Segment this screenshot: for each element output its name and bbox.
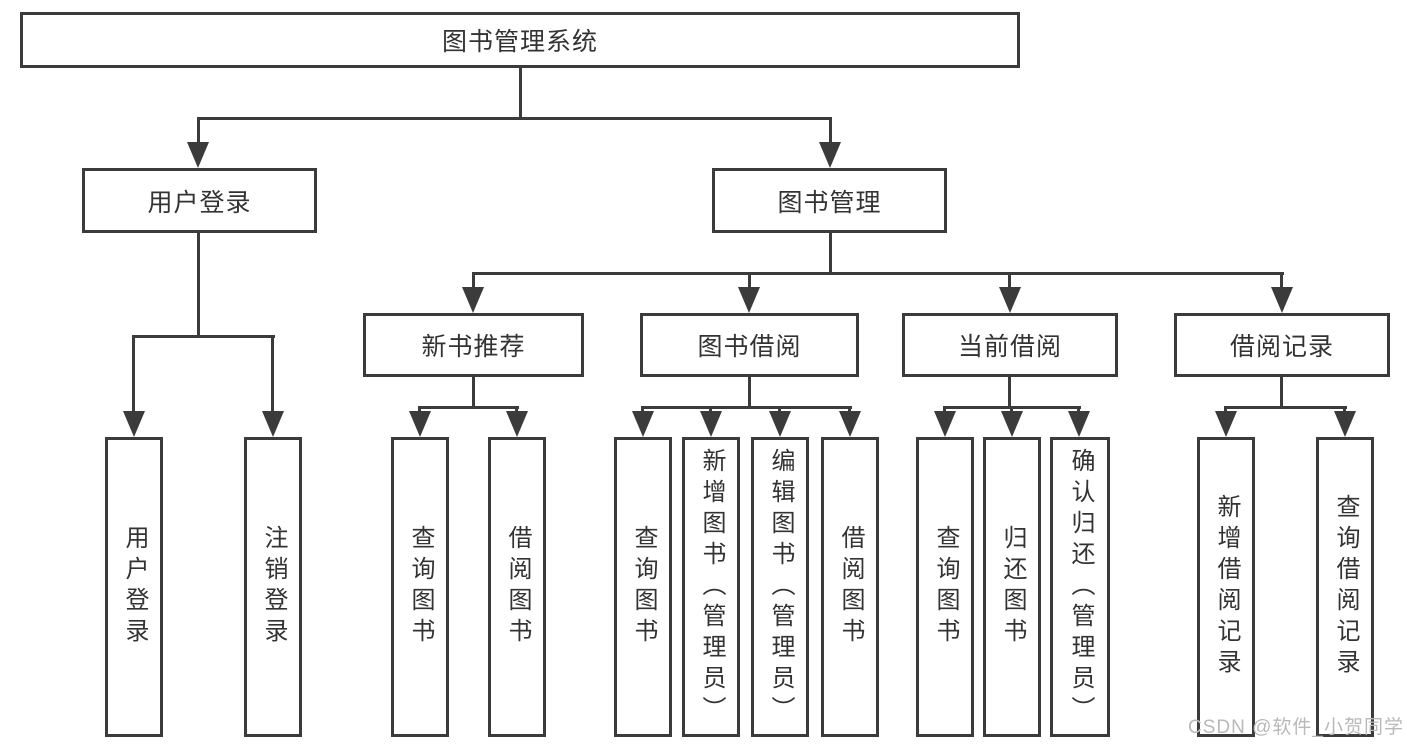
leaf-label: 查询图书 [932, 525, 959, 649]
leaf-br-add-record: 新增借阅记录 [1197, 437, 1255, 737]
leaf-label: 借阅图书 [837, 525, 864, 649]
connector-level3-branch [472, 272, 1284, 275]
connector-drop-current-borrow [1008, 272, 1011, 289]
connector-drop-user-login [197, 117, 200, 144]
leaf-label: 查询图书 [630, 525, 657, 649]
leaf-label: 注销登录 [260, 525, 287, 649]
connector-drop-br-add [1224, 406, 1227, 414]
connector-drop-bb-add [709, 406, 712, 414]
leaf-label: 查询借阅记录 [1332, 494, 1359, 680]
connector-drop-new-books [472, 272, 475, 289]
arrowhead-nb-query [409, 411, 431, 437]
node-label: 借阅记录 [1229, 333, 1334, 361]
node-label: 当前借阅 [957, 333, 1062, 361]
node-label: 图书管理 [777, 188, 882, 217]
arrowhead-new-books [462, 287, 484, 313]
connector-drop-bb-edit [778, 406, 781, 414]
connector-user-login-trunk [197, 233, 200, 337]
connector-root-trunk [519, 68, 522, 118]
leaf-label: 新增借阅记录 [1213, 494, 1240, 680]
connector-book-borrow-trunk [748, 377, 751, 408]
node-borrow-records: 借阅记录 [1174, 313, 1390, 377]
arrowhead-bb-query [632, 411, 654, 437]
connector-current-borrow-trunk [1008, 377, 1011, 408]
connector-drop-cb-return [1010, 406, 1013, 414]
arrowhead-br-query [1334, 411, 1356, 437]
connector-drop-cb-query [943, 406, 946, 414]
node-label: 新书推荐 [421, 333, 526, 361]
connector-book-borrow-branch [641, 406, 852, 409]
leaf-label: 用户登录 [121, 525, 148, 649]
connector-drop-bb-query [641, 406, 644, 414]
connector-level1-branch [197, 117, 832, 120]
node-label: 图书管理系统 [441, 28, 598, 56]
connector-drop-cb-confirm [1077, 406, 1080, 414]
leaf-label: 新增图书（管理员） [698, 447, 725, 727]
connector-new-books-trunk [472, 377, 475, 408]
leaf-label: 编辑图书（管理员） [767, 447, 794, 727]
arrowhead-bb-borrow [839, 411, 861, 437]
arrowhead-br-add [1215, 411, 1237, 437]
connector-user-login-branch [132, 335, 275, 338]
connector-drop-leaf-logout [271, 335, 274, 413]
leaf-cb-query-books: 查询图书 [916, 437, 974, 737]
arrowhead-current-borrow [999, 287, 1021, 313]
arrowhead-bb-edit [769, 411, 791, 437]
node-library-management-system: 图书管理系统 [20, 12, 1020, 68]
connector-drop-book-borrow [748, 272, 751, 289]
leaf-nb-borrow-books: 借阅图书 [488, 437, 546, 737]
node-book-management: 图书管理 [712, 168, 947, 233]
arrowhead-user-login [187, 142, 209, 168]
arrowhead-cb-confirm [1068, 411, 1090, 437]
arrowhead-book-borrow [738, 287, 760, 313]
leaf-nb-query-books: 查询图书 [391, 437, 449, 737]
arrowhead-cb-query [934, 411, 956, 437]
arrowhead-nb-borrow [506, 411, 528, 437]
leaf-label: 归还图书 [999, 525, 1026, 649]
leaf-bb-borrow-books: 借阅图书 [821, 437, 879, 737]
leaf-user-login: 用户登录 [105, 437, 163, 737]
node-current-borrow: 当前借阅 [902, 313, 1118, 377]
leaf-bb-edit-book-admin: 编辑图书（管理员） [751, 437, 809, 737]
connector-drop-nb-borrow [515, 406, 518, 414]
connector-book-mgmt-trunk [829, 233, 832, 274]
connector-drop-book-mgmt [829, 117, 832, 144]
leaf-bb-add-book-admin: 新增图书（管理员） [682, 437, 740, 737]
connector-borrow-records-branch [1224, 406, 1347, 409]
arrowhead-bb-add [700, 411, 722, 437]
leaf-logout: 注销登录 [244, 437, 302, 737]
leaf-br-query-record: 查询借阅记录 [1316, 437, 1374, 737]
arrowhead-leaf-logout [262, 411, 284, 437]
node-user-login: 用户登录 [82, 168, 317, 233]
leaf-cb-confirm-return-admin: 确认归还（管理员） [1050, 437, 1110, 737]
connector-new-books-branch [418, 406, 519, 409]
leaf-label: 查询图书 [407, 525, 434, 649]
arrowhead-cb-return [1001, 411, 1023, 437]
node-book-borrow: 图书借阅 [640, 313, 859, 377]
leaf-cb-return-book: 归还图书 [983, 437, 1041, 737]
node-label: 图书借阅 [697, 333, 802, 361]
connector-drop-nb-query [418, 406, 421, 414]
leaf-bb-query-books: 查询图书 [614, 437, 672, 737]
arrowhead-leaf-login [123, 411, 145, 437]
arrowhead-book-mgmt [819, 142, 841, 168]
connector-borrow-records-trunk [1280, 377, 1283, 408]
connector-drop-bb-borrow [848, 406, 851, 414]
leaf-label: 确认归还（管理员） [1067, 447, 1094, 727]
connector-drop-br-query [1343, 406, 1346, 414]
watermark: CSDN @软件_小贺同学 [1188, 717, 1404, 738]
connector-drop-leaf-login [132, 335, 135, 413]
arrowhead-borrow-records [1271, 287, 1293, 313]
node-label: 用户登录 [147, 188, 252, 217]
connector-drop-borrow-records [1280, 272, 1283, 289]
leaf-label: 借阅图书 [504, 525, 531, 649]
node-new-book-recommend: 新书推荐 [363, 313, 584, 377]
